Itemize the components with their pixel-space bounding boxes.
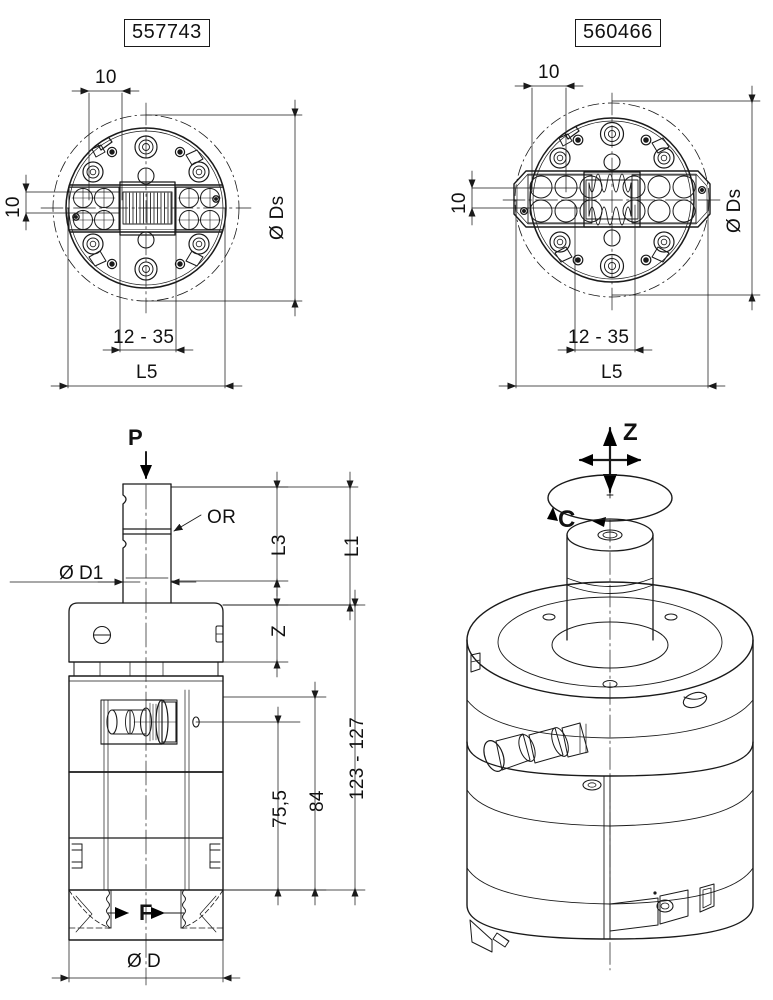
dim-label-10-horizontal-left: 10 xyxy=(95,67,117,88)
part-number-box-557743: 557743 xyxy=(124,19,210,47)
dim-10-horizontal-left xyxy=(71,87,140,201)
part-number-box-560466: 560466 xyxy=(575,19,661,47)
dim-label-l5-right: L5 xyxy=(601,362,623,383)
dim-label-l5-left: L5 xyxy=(136,362,158,383)
dim-ds-right xyxy=(611,85,761,311)
label-or: OR xyxy=(207,507,237,528)
label-force-p: P xyxy=(128,425,143,450)
dim-label-123-127: 123 - 127 xyxy=(347,717,368,800)
leader-line-or xyxy=(173,514,202,532)
label-axis-z: Z xyxy=(623,419,638,446)
dim-l5-right xyxy=(498,199,726,390)
label-axis-c: C xyxy=(558,506,576,533)
dim-d xyxy=(51,939,241,983)
dim-label-l1: L1 xyxy=(342,535,363,557)
label-diameter-d1: Ø D1 xyxy=(59,563,104,584)
isometric-3d-view xyxy=(466,426,754,971)
plan-view-557743 xyxy=(40,102,252,314)
dim-label-84: 84 xyxy=(307,790,328,812)
dim-123-127 xyxy=(222,589,366,906)
dim-label-diameter-d: Ø D xyxy=(127,951,161,972)
dim-10-vertical-right xyxy=(468,170,581,226)
dim-10-horizontal-right xyxy=(514,82,584,193)
front-elevation-view xyxy=(68,483,224,986)
dim-label-f: F xyxy=(139,900,153,925)
dim-label-ds-right: Ø Ds xyxy=(724,188,745,233)
dim-label-12-35-left: 12 - 35 xyxy=(113,327,175,348)
dim-ds-left xyxy=(145,99,303,317)
dim-label-ds-left: Ø Ds xyxy=(267,195,288,240)
plan-view-560466 xyxy=(502,92,723,311)
dim-l1 xyxy=(170,471,359,621)
dim-label-l3: L3 xyxy=(269,534,290,556)
dim-12-35-left xyxy=(102,209,194,354)
dim-label-z: Z xyxy=(269,625,290,637)
dim-label-10-vertical-left: 10 xyxy=(3,196,24,218)
dim-label-10-vertical-right: 10 xyxy=(449,192,470,214)
dim-10-vertical-left xyxy=(22,174,121,231)
dim-12-35-right xyxy=(557,204,653,354)
dim-label-75-5: 75,5 xyxy=(270,789,291,828)
dim-label-10-horizontal-right: 10 xyxy=(538,62,560,83)
dim-label-12-35-right: 12 - 35 xyxy=(568,327,630,348)
dim-l5-left xyxy=(50,207,243,390)
